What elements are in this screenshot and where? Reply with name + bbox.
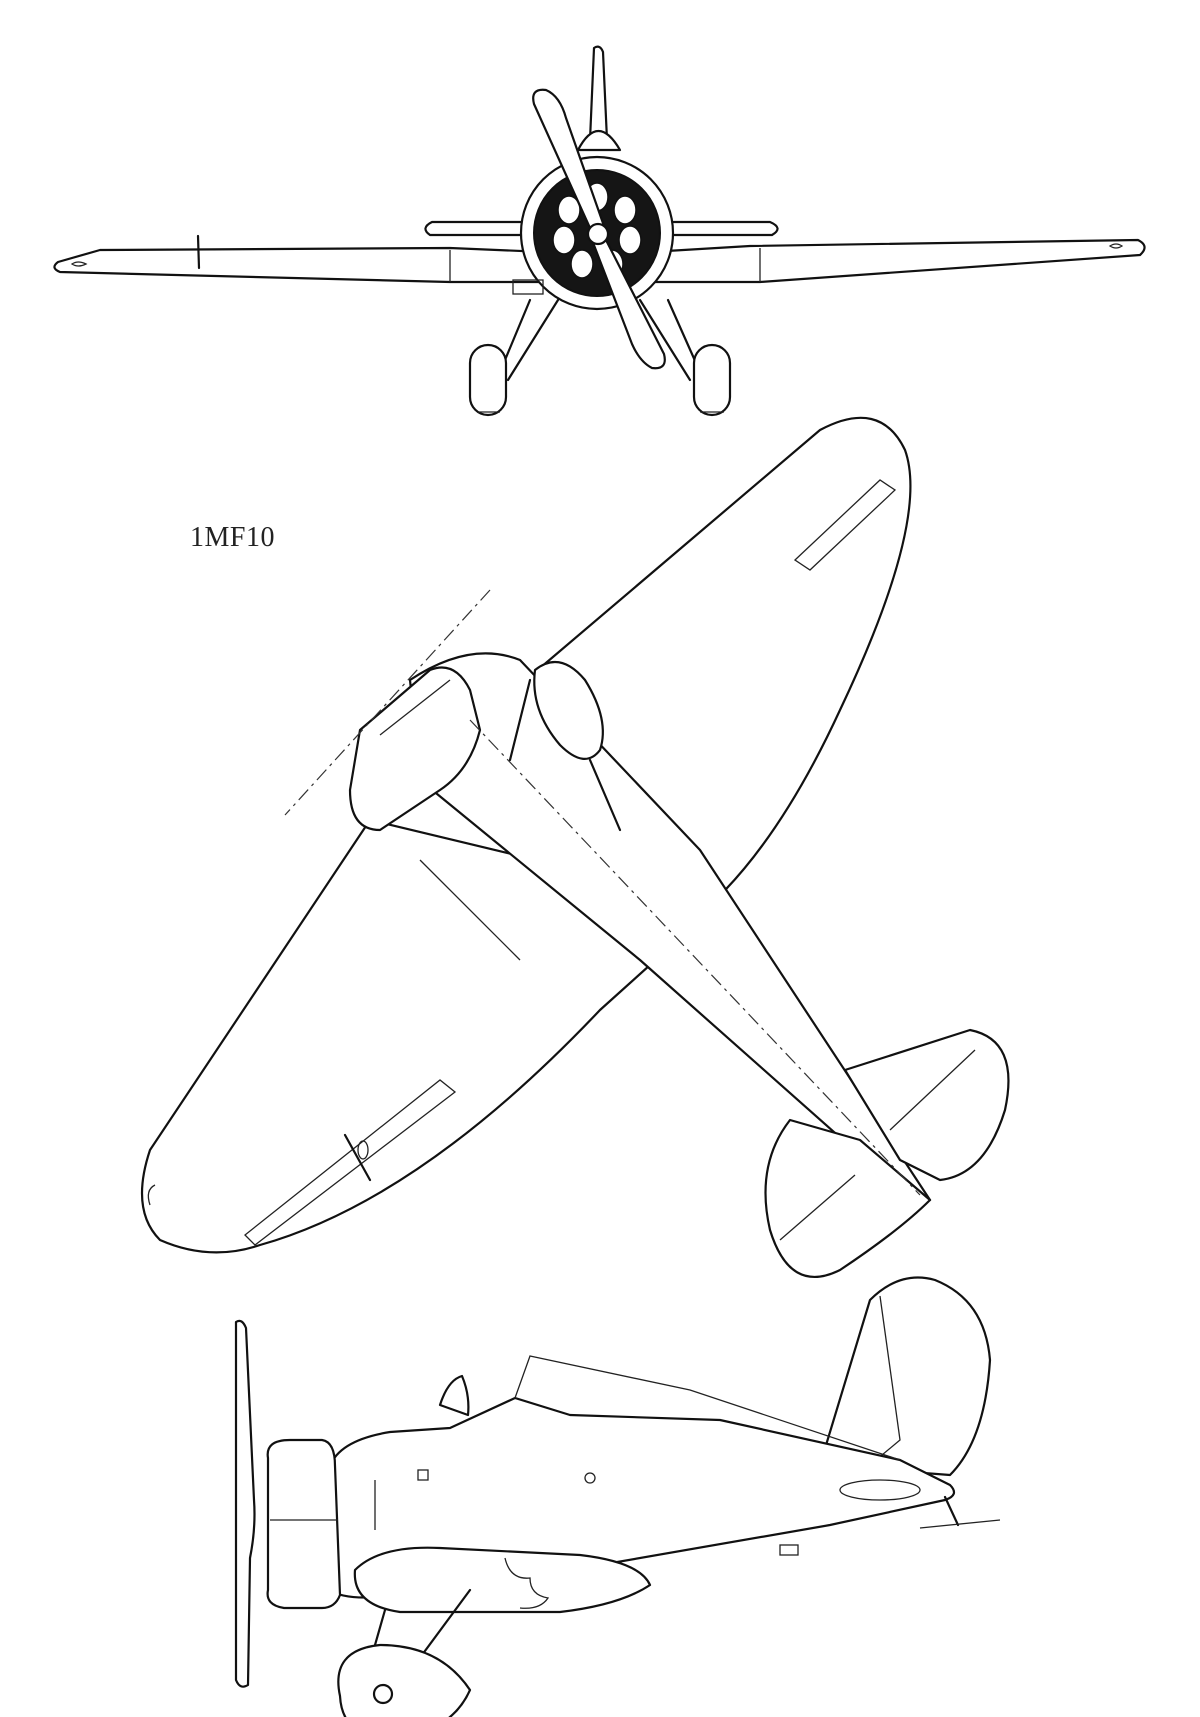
plan-gun-lower — [588, 758, 622, 832]
side-tail-skid — [943, 1495, 960, 1527]
front-propeller-blade-upper — [532, 88, 606, 230]
plan-view — [140, 416, 1010, 1279]
front-fin — [588, 45, 609, 142]
side-propeller — [234, 1319, 256, 1688]
front-pitot-tube — [196, 234, 201, 270]
side-windscreen — [438, 1374, 470, 1417]
side-turtledeck — [514, 1355, 901, 1461]
side-cowling — [266, 1438, 342, 1610]
aircraft-designation-label: 1MF10 — [190, 522, 275, 553]
front-wheel-left — [468, 343, 508, 417]
front-propeller-hub — [586, 222, 610, 246]
front-gear-strut-right — [638, 298, 692, 382]
plan-elevator-upper — [889, 1049, 976, 1131]
side-wheel-spat — [337, 1643, 472, 1717]
plan-aileron-upper — [793, 479, 897, 571]
plan-tailplane-upper — [843, 1028, 1010, 1182]
plan-wingtip-light — [147, 1184, 156, 1206]
side-view — [234, 1276, 1001, 1717]
side-port — [584, 1472, 596, 1484]
side-panel-hatch — [417, 1469, 429, 1481]
side-wing-detail — [504, 1557, 550, 1609]
side-wing-fairing — [353, 1546, 652, 1614]
plan-centerline — [469, 719, 921, 1196]
front-wingtip-light-left — [70, 261, 88, 267]
front-wheel-right — [692, 343, 732, 417]
plan-cowling — [348, 666, 482, 832]
plan-pitot — [343, 1133, 372, 1182]
front-view — [53, 45, 1146, 417]
side-wheel-hub — [372, 1683, 394, 1705]
front-gear-strut-left — [506, 298, 560, 382]
front-wingtip-light-right — [1108, 243, 1124, 249]
plan-wing-lower — [140, 818, 702, 1254]
front-canopy — [576, 130, 622, 152]
plan-wing-root-line — [419, 859, 521, 961]
plan-pitot-head — [357, 1140, 369, 1160]
side-ground-line-tail — [919, 1519, 1001, 1529]
plan-tailplane-lower — [764, 1118, 932, 1279]
side-step — [779, 1544, 799, 1556]
plan-elevator-lower — [779, 1174, 856, 1241]
side-tailplane-edge — [839, 1479, 921, 1501]
front-wing-step — [512, 279, 544, 295]
plan-propeller-arc — [284, 589, 491, 816]
plan-gun-upper — [508, 678, 532, 762]
front-wing — [53, 246, 547, 284]
front-wing-right — [648, 238, 1146, 284]
plan-cockpit — [533, 660, 604, 760]
plan-aileron-lower — [244, 1079, 457, 1246]
side-fin — [818, 1276, 992, 1477]
plan-cowling-seam — [379, 679, 451, 736]
front-propeller-blade-lower — [590, 238, 666, 370]
